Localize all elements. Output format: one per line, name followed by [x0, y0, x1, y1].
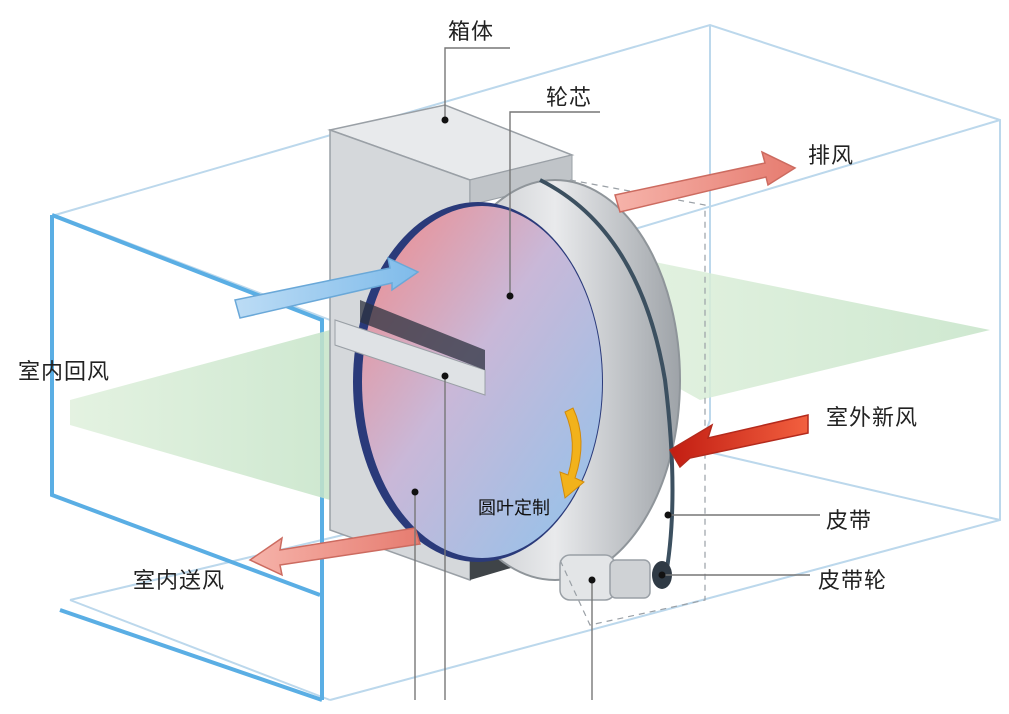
- belt: [539, 178, 675, 581]
- return-air-arrow: [234, 256, 420, 319]
- exhaust-arrow: [614, 150, 797, 213]
- label-supply-air: 室内送风: [133, 569, 226, 594]
- label-custom-disc: 圆叶定制: [478, 498, 550, 519]
- label-fresh-air: 室外新风: [826, 406, 919, 431]
- rotation-arrow-icon: [559, 407, 585, 499]
- label-pulley: 皮带轮: [818, 569, 888, 594]
- label-exhaust: 排风: [808, 144, 855, 169]
- label-core: 轮芯: [546, 86, 593, 111]
- label-box: 箱体: [448, 20, 495, 45]
- leader-dots: [411, 116, 672, 584]
- fresh-air-arrow: [668, 414, 809, 469]
- duct-frame-front: [50, 213, 324, 702]
- motor: [559, 554, 672, 601]
- supply-air-arrow: [248, 527, 421, 577]
- green-plane-left: [70, 330, 330, 500]
- label-belt: 皮带: [826, 509, 873, 534]
- label-return-air: 室内回风: [18, 360, 111, 385]
- leader-lines: [414, 47, 820, 700]
